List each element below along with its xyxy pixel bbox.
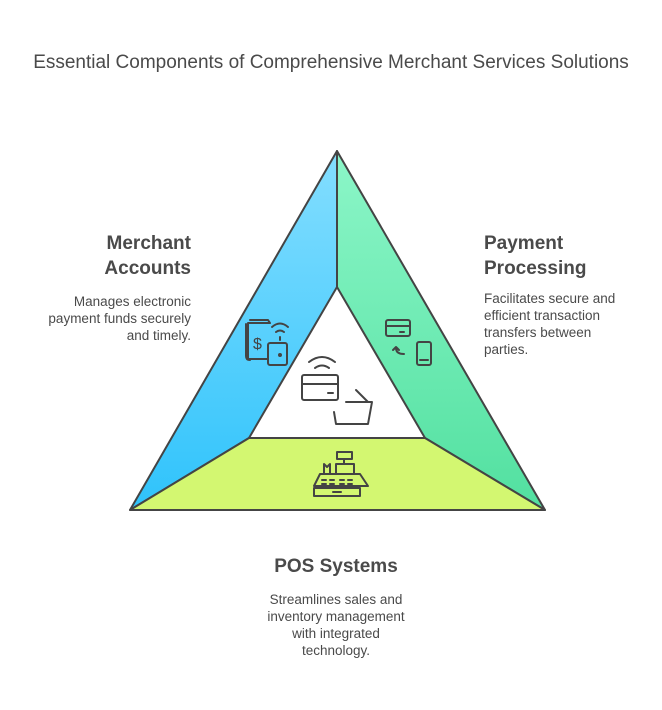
cash-register-icon: [313, 451, 369, 497]
wallet-dollar-icon: $: [245, 319, 289, 366]
page-title: Essential Components of Comprehensive Me…: [33, 52, 629, 73]
card-to-phone-icon: [385, 319, 432, 366]
pos-systems-heading: POS Systems: [274, 556, 398, 577]
contactless-card-basket-icon: [301, 356, 373, 425]
svg-text:$: $: [253, 336, 262, 353]
